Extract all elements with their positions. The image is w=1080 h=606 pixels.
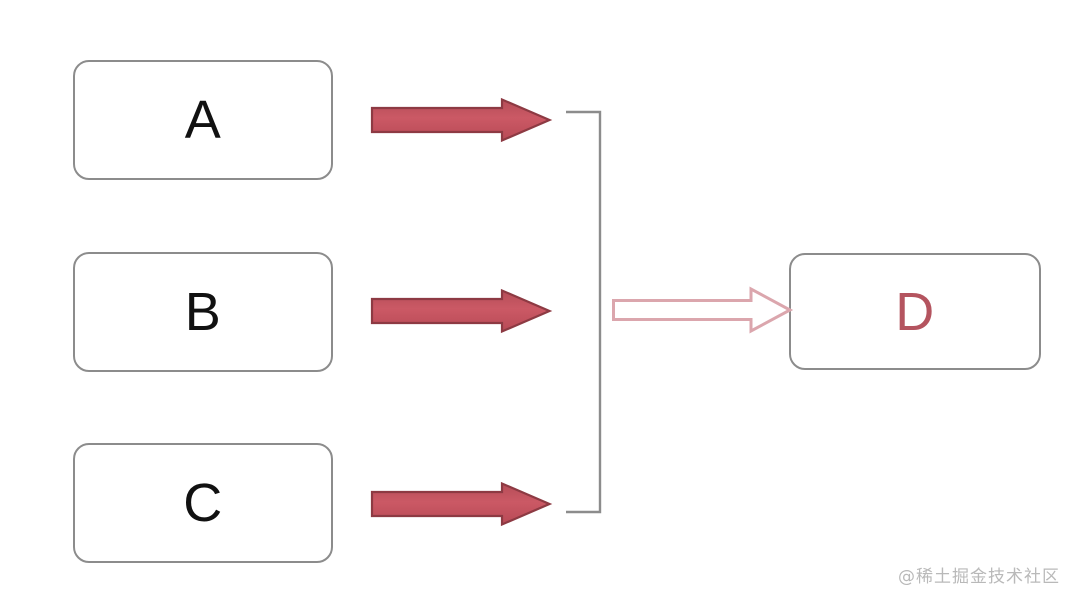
group-bracket <box>566 110 602 514</box>
arrow-group-to-d <box>612 286 794 334</box>
arrow-c-to-group <box>370 481 553 527</box>
node-label-a: A <box>184 90 222 150</box>
watermark-text: @稀土掘金技术社区 <box>898 567 1060 587</box>
node-box-b[interactable]: B <box>73 252 333 372</box>
node-label-c: C <box>183 473 223 533</box>
node-box-a[interactable]: A <box>73 60 333 180</box>
node-box-c[interactable]: C <box>73 443 333 563</box>
node-label-d: D <box>895 281 935 342</box>
node-label-b: B <box>184 282 222 342</box>
node-box-d[interactable]: D <box>789 253 1041 370</box>
arrow-b-to-group <box>370 288 553 334</box>
arrow-a-to-group <box>370 97 553 143</box>
